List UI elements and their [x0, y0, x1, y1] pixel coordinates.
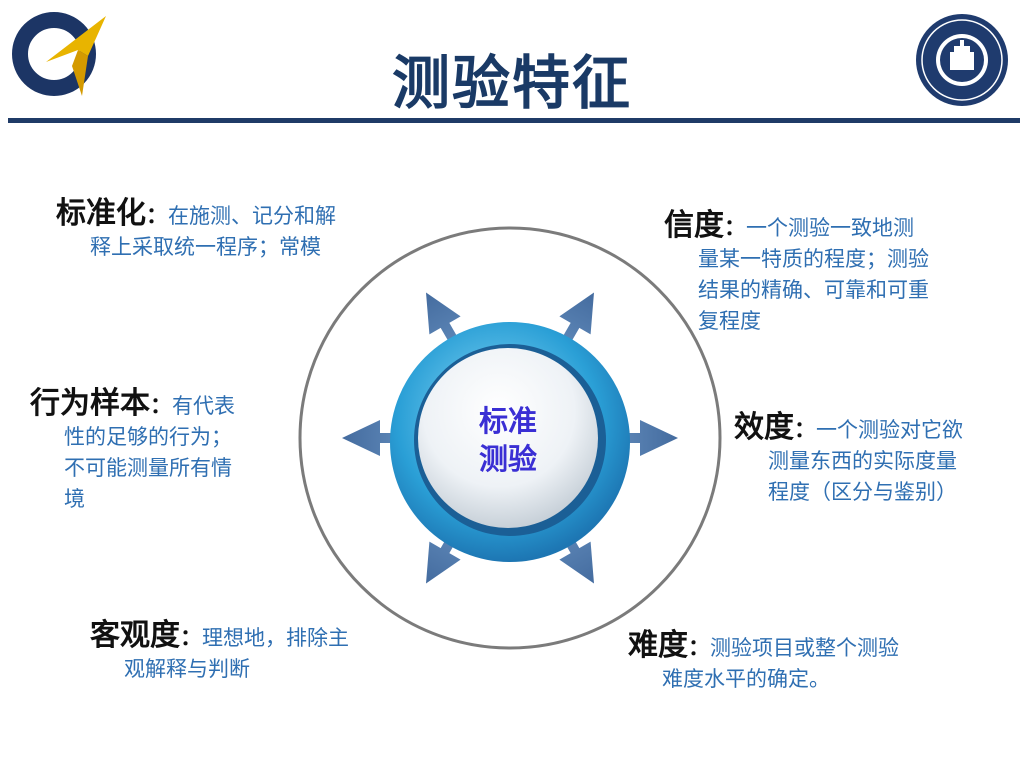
center-label-line1: 标准 — [478, 404, 537, 438]
feature-heading: 效度 — [734, 410, 794, 445]
feature-validity: 效度：一个测验对它欲 测量东西的实际度量 程度（区分与鉴别） — [734, 412, 963, 508]
feature-line: 结果的精确、可靠和可重 — [698, 278, 929, 302]
university-seal-icon — [916, 14, 1008, 106]
feature-colon: ： — [724, 216, 747, 241]
feature-line: 测量东西的实际度量 — [768, 449, 957, 473]
feature-line: 性的足够的行为； — [64, 425, 232, 449]
feature-line: 释上采取统一程序；常模 — [90, 235, 321, 259]
center-label: 标准 测验 — [458, 402, 558, 478]
feature-line: 在施测、记分和解 — [168, 204, 337, 228]
feature-line: 难度水平的确定。 — [662, 667, 830, 691]
feature-colon: ： — [688, 636, 711, 661]
feature-line: 一个测验一致地测 — [746, 216, 915, 240]
feature-heading: 信度 — [664, 208, 724, 243]
title-divider — [8, 118, 1020, 123]
feature-reliability: 信度：一个测验一致地测 量某一特质的程度；测验 结果的精确、可靠和可重 复程度 — [664, 210, 929, 337]
feature-line: 一个测验对它欲 — [816, 418, 964, 442]
feature-colon: ： — [794, 418, 817, 443]
feature-line: 程度（区分与鉴别） — [768, 480, 957, 504]
feature-line: 观解释与判断 — [124, 657, 250, 681]
feature-objectivity: 客观度：理想地，排除主 观解释与判断 — [90, 620, 349, 685]
institution-logo-icon — [12, 12, 106, 96]
center-disc — [418, 348, 598, 528]
center-label-line2: 测验 — [478, 442, 537, 476]
feature-line: 理想地，排除主 — [202, 626, 350, 650]
feature-standardization: 标准化：在施测、记分和解 释上采取统一程序；常模 — [56, 198, 336, 263]
feature-line: 有代表 — [172, 394, 236, 418]
feature-line: 测验项目或整个测验 — [710, 636, 900, 660]
feature-line: 境 — [64, 487, 85, 511]
feature-difficulty: 难度：测验项目或整个测验 难度水平的确定。 — [628, 630, 899, 695]
feature-line: 量某一特质的程度；测验 — [698, 247, 929, 271]
feature-line: 不可能测量所有情 — [64, 456, 232, 480]
outer-circle — [298, 226, 722, 650]
feature-colon: ： — [146, 204, 169, 229]
feature-colon: ： — [180, 626, 203, 651]
feature-heading: 标准化 — [56, 196, 146, 231]
feature-heading: 行为样本 — [30, 386, 150, 421]
feature-behavior-sample: 行为样本：有代表 性的足够的行为； 不可能测量所有情 境 — [30, 388, 235, 515]
page-title: 测验特征 — [391, 49, 632, 117]
feature-line: 复程度 — [698, 309, 761, 333]
feature-heading: 难度 — [628, 628, 688, 663]
feature-colon: ： — [150, 394, 173, 419]
feature-heading: 客观度 — [90, 618, 180, 653]
